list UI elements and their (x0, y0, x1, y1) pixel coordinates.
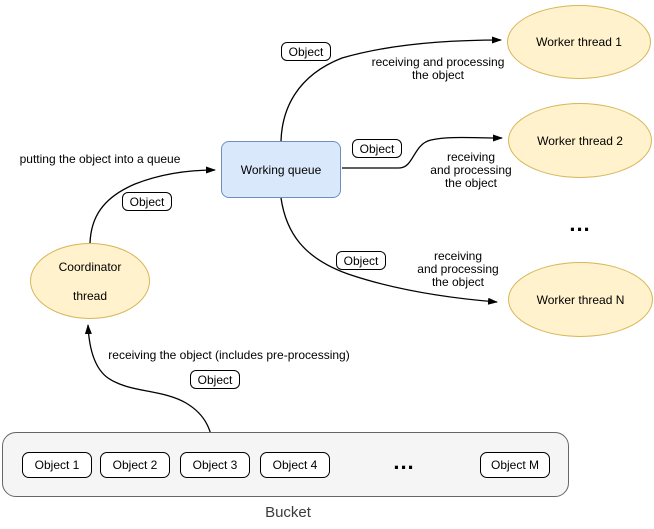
bucket-item-label: Object M (490, 458, 539, 472)
worker-thread-n-label: Worker thread N (536, 292, 625, 307)
edge-label-worker-n-line3: the object (431, 275, 485, 289)
edge-label-worker-2: receiving and processing the object (430, 151, 511, 190)
object-badge-label: Object (343, 253, 379, 268)
edge-bucket-to-coordinator (84, 324, 216, 453)
object-badge-bucket-to-coordinator: Object (190, 370, 240, 389)
object-badge-label: Object (288, 44, 324, 59)
object-badge-label: Object (359, 141, 395, 156)
edge-queue-to-worker-1 (280, 36, 502, 142)
worker-thread-2-label: Worker thread 2 (537, 133, 623, 148)
coordinator-thread-node: Coordinator thread (30, 243, 150, 319)
workers-ellipsis: ... (569, 211, 591, 236)
worker-thread-1-node: Worker thread 1 (507, 5, 651, 79)
object-badge-queue-to-worker-2: Object (352, 139, 402, 158)
edge-label-receiving-object-preprocessing: receiving the object (includes pre-proce… (108, 348, 350, 362)
object-badge-queue-to-worker-n: Object (336, 251, 386, 270)
edge-label-worker-1-line2: the object (411, 68, 465, 82)
bucket-item-object-m: Object M (480, 452, 550, 478)
bucket-item-object-2: Object 2 (100, 452, 170, 478)
coordinator-thread-label-line2: thread (72, 288, 108, 303)
bucket-item-object-1: Object 1 (22, 452, 92, 478)
worker-thread-1-label: Worker thread 1 (536, 35, 622, 49)
object-badge-coordinator-to-queue: Object (122, 192, 172, 211)
bucket-ellipsis: ... (393, 449, 415, 474)
edge-coordinator-to-queue (89, 166, 216, 244)
bucket-item-label: Object 1 (34, 458, 80, 472)
coordinator-thread-label-line1: Coordinator (58, 259, 122, 274)
bucket-item-label: Object 3 (192, 458, 238, 472)
worker-thread-2-node: Worker thread 2 (508, 103, 652, 178)
edge-label-worker-2-line2: and processing (430, 163, 512, 177)
bucket-item-object-4: Object 4 (260, 452, 330, 478)
object-badge-queue-to-worker-1: Object (281, 42, 331, 61)
object-badge-label: Object (197, 372, 233, 387)
edge-label-worker-1: receiving and processing the object (372, 56, 505, 82)
working-queue-label: Working queue (240, 162, 322, 177)
edge-label-worker-n: receiving and processing the object (417, 250, 498, 289)
bucket-item-label: Object 2 (112, 458, 158, 472)
bucket-item-label: Object 4 (272, 458, 318, 472)
bucket-title: Bucket (265, 504, 311, 521)
edge-label-putting-object-into-queue: putting the object into a queue (19, 152, 181, 166)
edge-queue-to-worker-n (280, 197, 498, 305)
object-badge-label: Object (129, 194, 165, 209)
edge-label-worker-2-line1: receiving (446, 150, 496, 164)
worker-thread-n-node: Worker thread N (508, 262, 653, 337)
edge-queue-to-worker-2 (342, 134, 503, 169)
edge-label-worker-1-line1: receiving and processing (371, 55, 505, 69)
edge-label-worker-n-line2: and processing (417, 262, 499, 276)
bucket-item-object-3: Object 3 (180, 452, 250, 478)
edge-label-worker-2-line3: the object (444, 176, 498, 190)
edge-label-worker-n-line1: receiving (433, 249, 483, 263)
working-queue-node: Working queue (221, 141, 341, 198)
